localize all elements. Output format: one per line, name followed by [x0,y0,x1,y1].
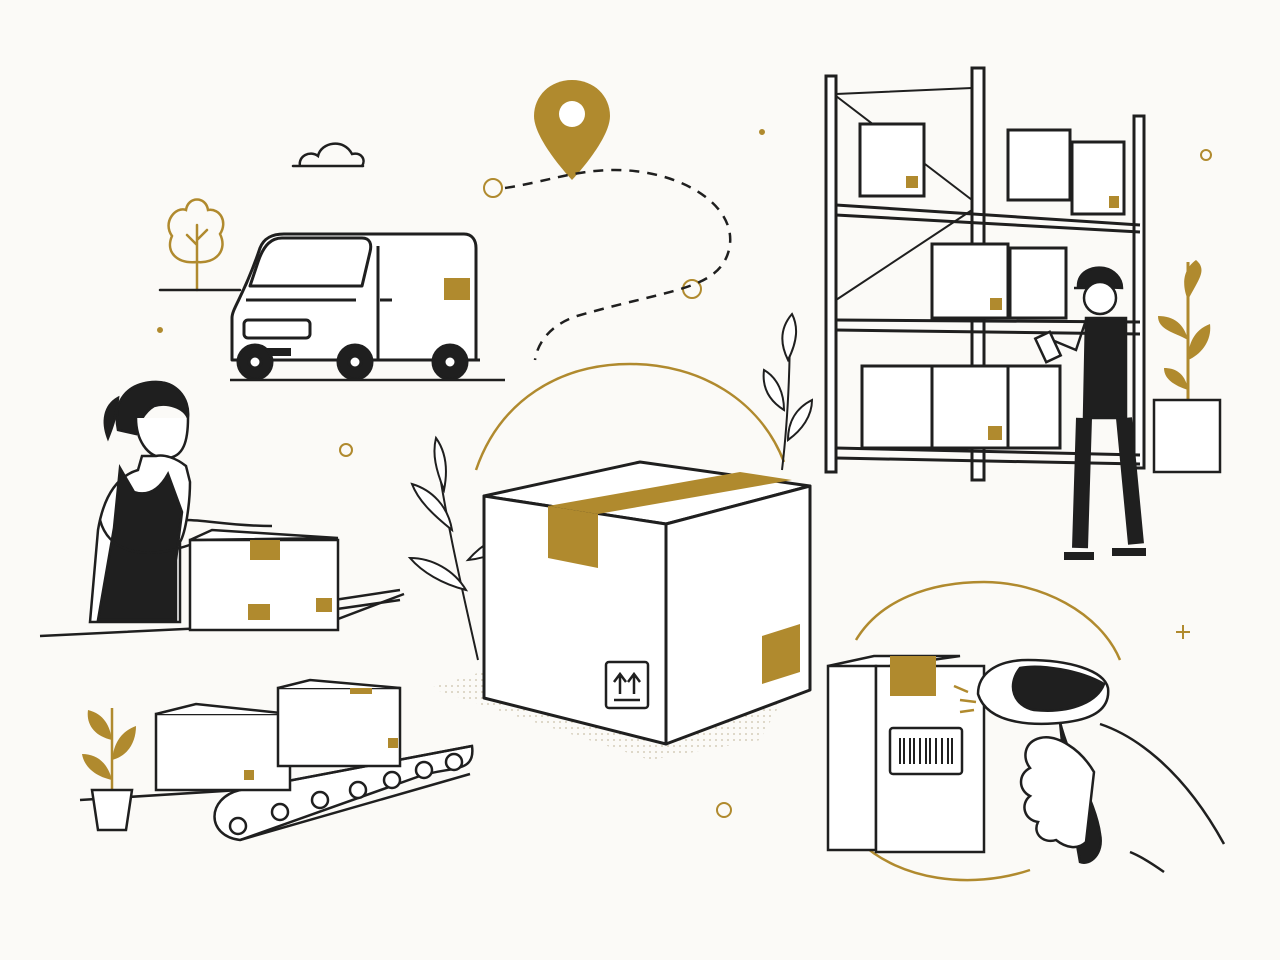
scanner-halo [854,580,1122,882]
scan-rays [953,684,977,714]
potted-plant [1152,260,1222,474]
cloud-icon [291,142,365,168]
warehouse-worker-with-tablet [1033,266,1146,560]
central-cardboard-box [482,460,812,746]
conveyor-belt [79,744,474,842]
warehouse-shelving [824,66,1146,482]
conveyor-boxes [154,678,402,792]
barcode-label [888,726,964,776]
decor-dots [157,129,1212,818]
location-pin-icon [534,80,610,180]
packing-worker [88,380,273,624]
barcode-scanner-in-hand [976,658,1226,874]
potted-plant-left [82,708,136,832]
this-way-up-icon [604,660,650,710]
packing-box [188,528,340,632]
delivery-van [230,232,505,382]
dashed-route-path [504,168,732,361]
central-halo [474,362,786,471]
tree-icon [158,198,242,292]
